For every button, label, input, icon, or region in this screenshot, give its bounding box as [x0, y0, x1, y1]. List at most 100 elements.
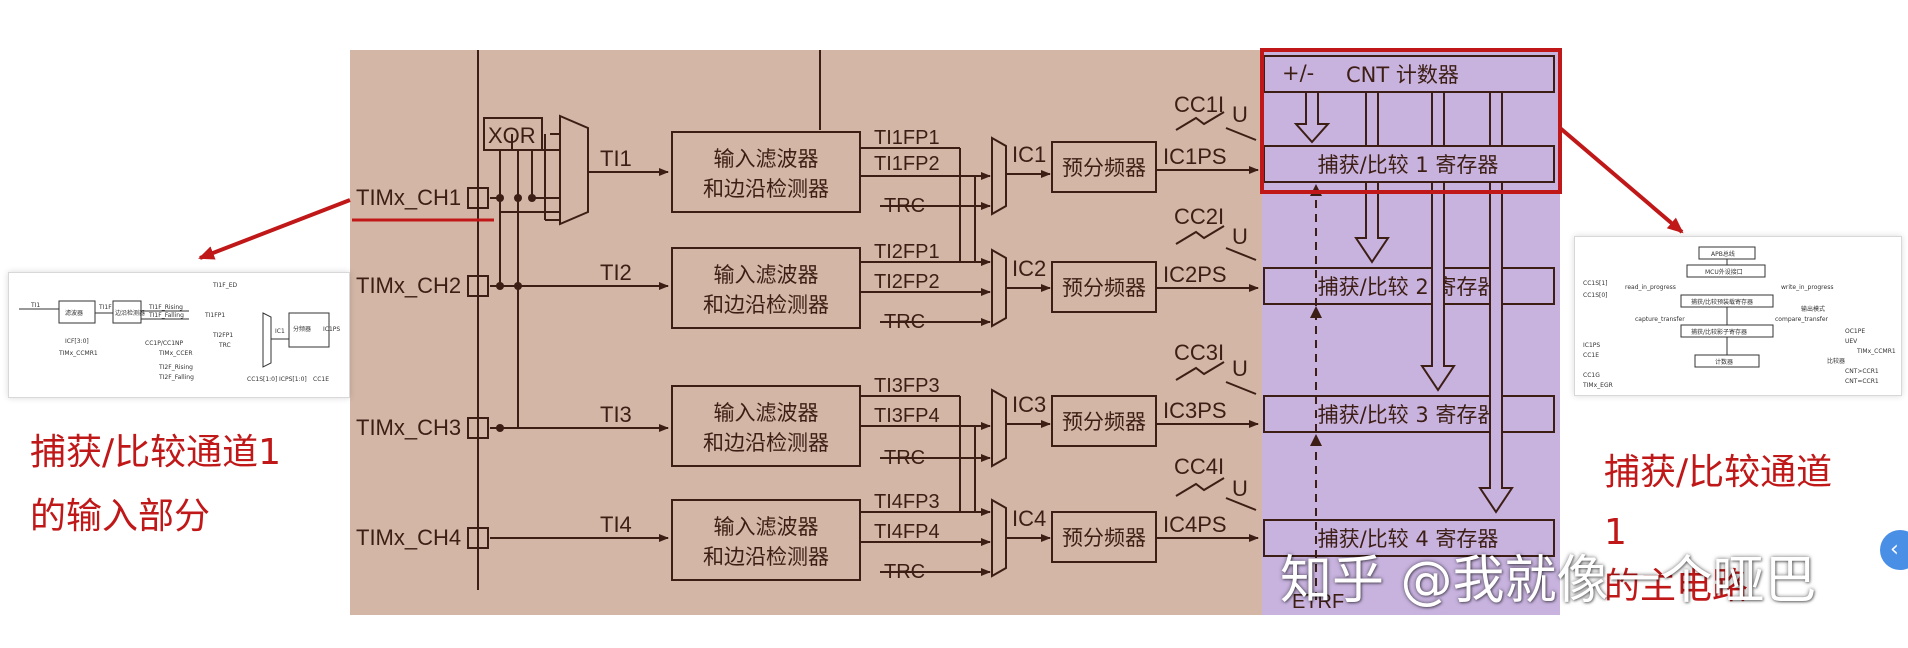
- right-thumbnail-diagram: APB总线 MCU外设接口 捕获/比较预装载寄存器 捕获/比较影子寄存器 计数器…: [1574, 236, 1902, 396]
- cci-label-2: CC2I: [1174, 204, 1224, 229]
- filter-4-line1: 输入滤波器: [714, 515, 819, 539]
- right-thumb-text-18: 比较器: [1827, 357, 1845, 365]
- right-thumb-text-16: UEV: [1845, 338, 1858, 345]
- fp-1-1: TI1FP1: [874, 127, 940, 149]
- pin-ch3: [467, 417, 489, 439]
- prescaler-label-1: 预分频器: [1062, 156, 1146, 180]
- cnt-label: CNT 计数器: [1346, 63, 1459, 87]
- main-circuit-thumbnail: APB总线 MCU外设接口 捕获/比较预装载寄存器 捕获/比较影子寄存器 计数器…: [1582, 246, 1896, 389]
- left-thumb-text-17: TRC: [218, 342, 231, 349]
- left-thumb-text-3: 边沿检测器: [115, 309, 145, 317]
- right-thumb-text-9: CC1S[1]: [1583, 280, 1608, 287]
- ic-mux-2: [991, 248, 1007, 328]
- filter-2-line1: 输入滤波器: [714, 263, 819, 287]
- right-thumb-text-12: CC1E: [1583, 352, 1599, 359]
- left-thumb-text-1: TI1F: [98, 304, 112, 311]
- watermark: 知乎 @我就像一个哑巴: [1280, 551, 1817, 611]
- filter-3-line2: 和边沿检测器: [703, 431, 829, 455]
- right-thumb-text-17: TIMx_CCMR1: [1856, 348, 1896, 355]
- right-thumb-text-5: read_in_progress: [1625, 284, 1676, 291]
- left-thumb-text-4: TI1F_Rising: [148, 304, 183, 311]
- right-thumb-text-0: APB总线: [1711, 250, 1735, 258]
- trc-2: TRC: [884, 311, 925, 333]
- fp-3-1: TI3FP3: [874, 375, 940, 397]
- left-thumbnail-diagram: TI1 TI1F 滤波器 边沿检测器 TI1F_Rising TI1F_Fall…: [8, 272, 350, 398]
- filter-block-2: [671, 247, 861, 329]
- icps-label-3: IC3PS: [1163, 398, 1227, 423]
- ccr-3: [1263, 395, 1555, 433]
- ti-label-4: TI4: [600, 512, 632, 537]
- ccr-label-1: 捕获/比较 1 寄存器: [1318, 153, 1499, 177]
- trc-3: TRC: [884, 447, 925, 469]
- right-caption-line2: 1: [1604, 512, 1627, 553]
- right-thumb-text-8: compare_transfer: [1775, 316, 1829, 323]
- filter-4-line2: 和边沿检测器: [703, 545, 829, 569]
- fp-2-1: TI2FP1: [874, 241, 940, 263]
- right-thumb-text-1: MCU外设接口: [1705, 268, 1743, 276]
- cnt-counter: [1263, 55, 1555, 93]
- icps-label-4: IC4PS: [1163, 512, 1227, 537]
- u-label-4: U: [1232, 476, 1248, 501]
- right-thumb-text-3: 捕获/比较影子寄存器: [1691, 328, 1747, 336]
- ti-label-3: TI3: [600, 402, 632, 427]
- trc-1: TRC: [884, 195, 925, 217]
- left-thumb-text-7: TI1FP1: [204, 312, 225, 319]
- pin-ch4: [467, 527, 489, 549]
- prescaler-3: [1051, 395, 1157, 447]
- ic-label-2: IC2: [1012, 256, 1046, 281]
- filter-1-line1: 输入滤波器: [714, 147, 819, 171]
- fp-3-2: TI3FP4: [874, 405, 940, 427]
- highlight-box: [1260, 48, 1562, 194]
- prescaler-label-2: 预分频器: [1062, 276, 1146, 300]
- left-thumb-text-5: TI1F_Falling: [148, 312, 184, 319]
- right-caption-line1: 捕获/比较通道: [1604, 452, 1833, 493]
- ic-label-1: IC1: [1012, 142, 1046, 167]
- ccr-label-4: 捕获/比较 4 寄存器: [1318, 527, 1499, 551]
- cci-label-1: CC1I: [1174, 92, 1224, 117]
- right-thumb-text-11: IC1PS: [1583, 342, 1600, 349]
- filter-block-4: [671, 499, 861, 581]
- transfer-arrow-3: [1489, 91, 1503, 147]
- input-label-ch2: TIMx_CH2: [356, 273, 461, 298]
- input-label-ch1: TIMx_CH1: [356, 185, 461, 210]
- trc-4: TRC: [884, 561, 925, 583]
- right-caption-line3: 的主电路: [1604, 566, 1749, 607]
- red-arrow-right: [1558, 126, 1684, 234]
- ccr-4: [1263, 519, 1555, 557]
- left-thumb-text-6: TI1F_ED: [212, 282, 237, 289]
- right-thumb-text-20: CNT>CCR1: [1845, 368, 1879, 375]
- left-thumb-text-12: TIMx_CCMR1: [58, 350, 98, 357]
- transfer-arrow-ccr4: [1478, 181, 1514, 514]
- ccr-1: [1263, 145, 1555, 183]
- right-thumb-text-15: OC1PE: [1845, 328, 1865, 335]
- left-thumb-text-13: TIMx_CCER: [158, 350, 193, 357]
- u-label-1: U: [1232, 102, 1248, 127]
- left-thumb-text-9: IC1PS: [323, 326, 340, 333]
- prescaler-1: [1051, 141, 1157, 193]
- fp-4-2: TI4FP4: [874, 521, 940, 543]
- prescaler-label-4: 预分频器: [1062, 526, 1146, 550]
- left-thumb-text-10: ICF[3:0]: [65, 338, 89, 345]
- fp-2-2: TI2FP2: [874, 271, 940, 293]
- ic-mux-3: [991, 388, 1007, 468]
- right-thumb-text-10: CC1S[0]: [1583, 292, 1608, 299]
- pin-ch1: [467, 187, 489, 209]
- right-thumb-text-6: write_in_progress: [1781, 284, 1833, 291]
- icps-label-2: IC2PS: [1163, 262, 1227, 287]
- filter-block-1: [671, 131, 861, 213]
- right-thumb-text-13: CC1G: [1583, 372, 1600, 379]
- cci-label-4: CC4I: [1174, 454, 1224, 479]
- ccr-2: [1263, 267, 1555, 305]
- left-thumb-text-19: TI2F_Rising: [158, 364, 193, 371]
- ti-label-1: TI1: [600, 146, 632, 171]
- side-collapse-button[interactable]: ‹: [1880, 530, 1908, 570]
- prescaler-label-3: 预分频器: [1062, 410, 1146, 434]
- ccr-label-3: 捕获/比较 3 寄存器: [1318, 403, 1499, 427]
- left-thumb-text-20: TI2F_Falling: [158, 374, 194, 381]
- left-thumb-text-16: CC1E: [313, 376, 329, 383]
- chevron-left-icon: ‹: [1890, 537, 1899, 562]
- cnt-plusminus: +/-: [1282, 61, 1314, 85]
- icps-label-1: IC1PS: [1163, 144, 1227, 169]
- ic-mux-4: [991, 498, 1007, 578]
